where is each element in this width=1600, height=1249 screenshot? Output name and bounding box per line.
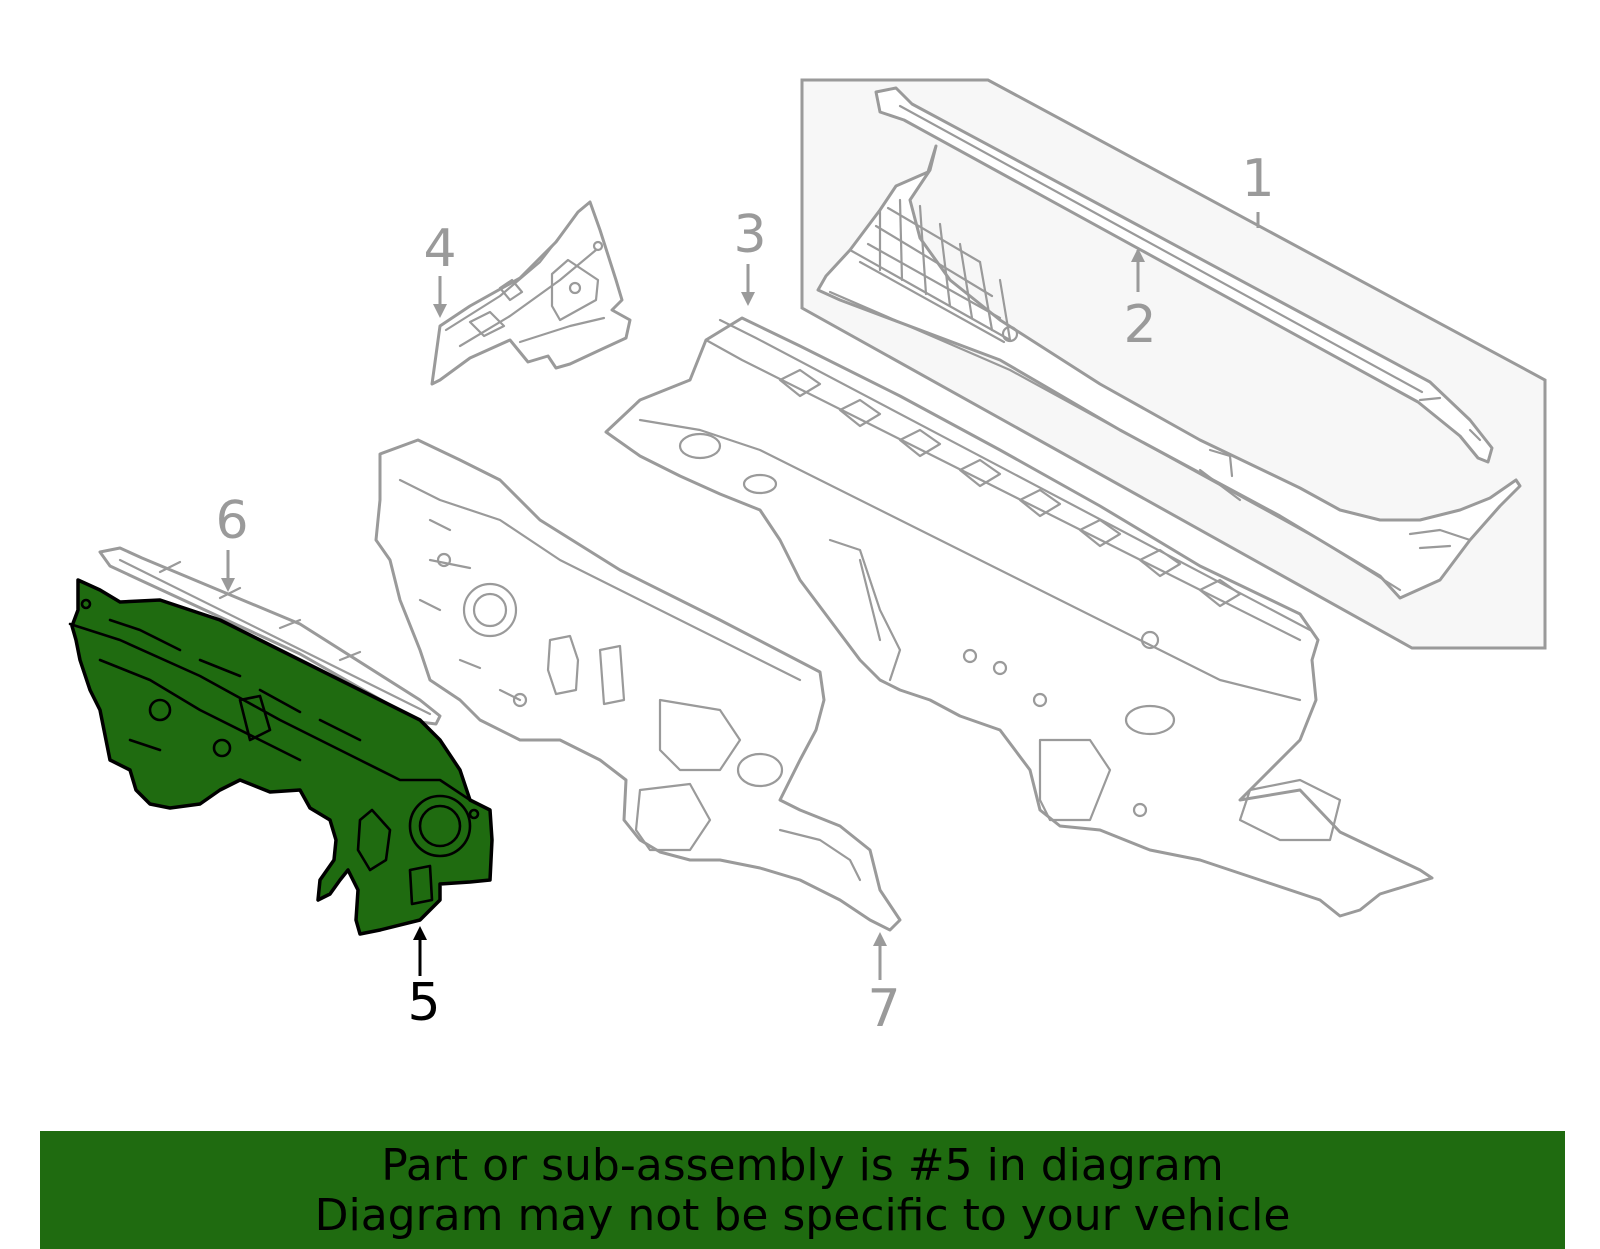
- part-group-box: [800, 78, 1547, 650]
- callout-7: 7: [867, 979, 900, 1039]
- part-3-cowl-panel[interactable]: [604, 316, 1434, 918]
- callout-5: 5: [407, 973, 440, 1033]
- parts-diagram: 1 2 3 4 5 6 7: [68, 78, 1547, 1039]
- leader-lines: [221, 212, 1260, 980]
- part-7-dash-panel[interactable]: [374, 438, 902, 932]
- callout-3: 3: [733, 205, 766, 265]
- callout-2: 2: [1123, 295, 1156, 355]
- part-5-insulator[interactable]: [68, 578, 494, 936]
- callout-6: 6: [215, 491, 248, 551]
- part-4-bracket[interactable]: [430, 200, 632, 386]
- callout-4: 4: [423, 219, 456, 279]
- banner-line-1: Part or sub-assembly is #5 in diagram: [381, 1140, 1224, 1191]
- part-2-cowl-seal[interactable]: [874, 86, 1494, 464]
- callout-1: 1: [1241, 149, 1274, 209]
- banner-line-2: Diagram may not be specific to your vehi…: [314, 1190, 1291, 1241]
- part-1-cowl-grille[interactable]: [816, 144, 1522, 600]
- part-6-strip[interactable]: [98, 546, 442, 726]
- info-banner: Part or sub-assembly is #5 in diagram Di…: [40, 1131, 1565, 1249]
